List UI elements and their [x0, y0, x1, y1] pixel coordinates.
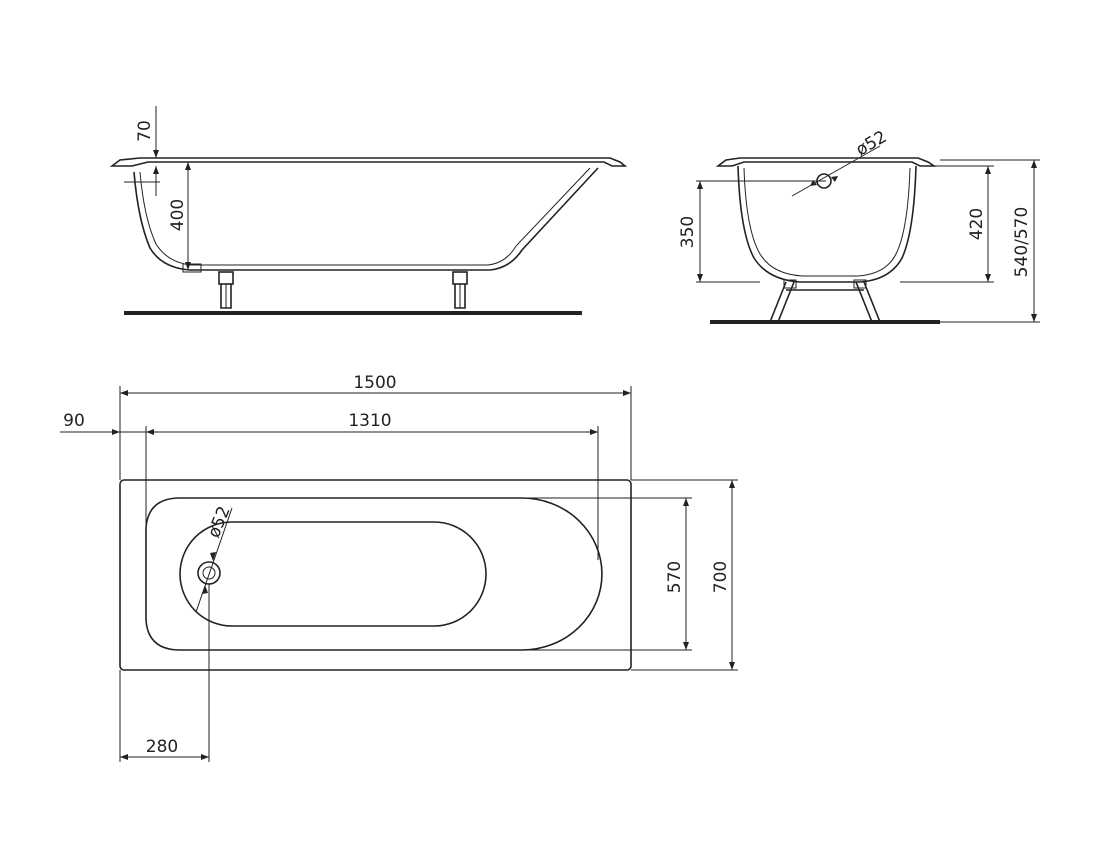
plan-drain-inner: [202, 566, 216, 580]
plan-floor-oval: [179, 521, 487, 627]
side-elevation-view: 70 400: [109, 106, 628, 315]
dim-inner-width: 570: [665, 561, 685, 593]
dim-rim-offset: 90: [63, 411, 85, 431]
dim-overall-length: 1500: [353, 373, 396, 393]
dim-end-total-height: 540/570: [1012, 207, 1032, 278]
side-leg-left: [218, 271, 234, 309]
end-stand: [769, 279, 881, 323]
dim-end-diameter: ø52: [853, 127, 891, 160]
plan-view: 1500 1310 90 570 700 ø52: [60, 373, 738, 762]
dim-end-inner-height: 420: [967, 208, 987, 240]
dim-overall-width: 700: [711, 561, 731, 593]
dim-side-depth: 400: [168, 199, 188, 231]
dim-drain-offset: 280: [146, 737, 178, 757]
dim-rim-height: 70: [135, 120, 155, 142]
end-elevation-view: ø52 350 420 540/570: [678, 127, 1040, 324]
plan-outer-rim: [119, 479, 632, 671]
dim-end-depth: 350: [678, 216, 698, 248]
dim-inner-length: 1310: [348, 411, 391, 431]
side-leg-right: [452, 271, 468, 309]
dim-plan-diameter: ø52: [204, 504, 235, 541]
